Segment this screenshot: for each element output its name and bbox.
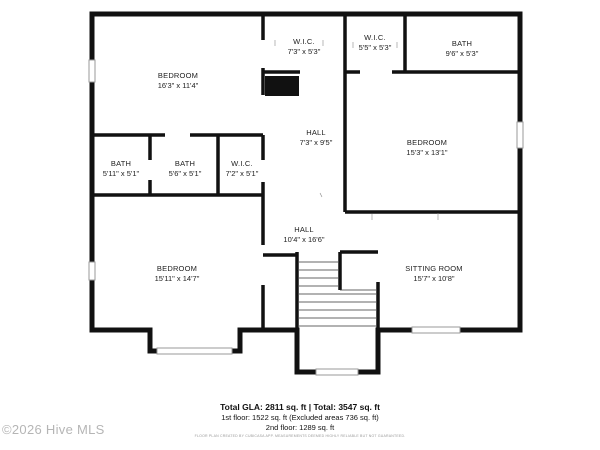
room-label-hall-upper: HALL 7'3" x 9'5" bbox=[300, 128, 333, 148]
first-floor-area: 1st floor: 1522 sq. ft (Excluded areas 7… bbox=[221, 413, 379, 422]
room-dimensions: 10'4" x 16'6" bbox=[283, 235, 325, 244]
room-dimensions: 9'6" x 5'3" bbox=[445, 49, 479, 58]
room-dimensions: 15'3" x 13'1" bbox=[406, 148, 448, 157]
room-dimensions: 7'3" x 9'5" bbox=[299, 138, 333, 147]
room-name: HALL bbox=[294, 225, 314, 234]
room-name: BATH bbox=[110, 159, 132, 168]
room-label-wic-mid: W.I.C. 7'2" x 5'1" bbox=[226, 159, 259, 179]
room-name: BEDROOM bbox=[157, 71, 199, 80]
room-name: BATH bbox=[451, 39, 473, 48]
room-dimensions: 16'3" x 11'4" bbox=[157, 81, 199, 90]
room-label-bedroom-sw: BEDROOM 15'11" x 14'7" bbox=[155, 264, 200, 284]
watermark: ©2026 Hive MLS bbox=[2, 422, 105, 437]
room-name: BEDROOM bbox=[406, 138, 448, 147]
room-dimensions: 15'11" x 14'7" bbox=[154, 274, 200, 283]
room-label-bedroom-ne: BEDROOM 15'3" x 13'1" bbox=[406, 138, 447, 158]
second-floor-area: 2nd floor: 1289 sq. ft bbox=[265, 423, 335, 432]
room-dimensions: 7'2" x 5'1" bbox=[225, 169, 259, 178]
room-dimensions: 5'11" x 5'1" bbox=[102, 169, 140, 178]
room-label-wic-top: W.I.C. 7'3" x 5'3" bbox=[288, 37, 321, 57]
room-name: BEDROOM bbox=[156, 264, 198, 273]
room-label-sitting-room: SITTING ROOM 15'7" x 10'8" bbox=[405, 264, 462, 284]
room-name: HALL bbox=[306, 128, 326, 137]
room-name: SITTING ROOM bbox=[405, 264, 463, 273]
room-dimensions: 7'3" x 5'3" bbox=[287, 47, 321, 56]
room-name: W.I.C. bbox=[364, 33, 386, 42]
room-dimensions: 5'5" x 5'3" bbox=[358, 43, 392, 52]
fine-print: FLOOR PLAN CREATED BY CUBICASA APP. MEAS… bbox=[194, 434, 406, 438]
room-label-bath-ne: BATH 9'6" x 5'3" bbox=[446, 39, 479, 59]
room-dimensions: 5'6" x 5'1" bbox=[168, 169, 202, 178]
room-dimensions: 15'7" x 10'8" bbox=[413, 274, 455, 283]
room-name: W.I.C. bbox=[231, 159, 253, 168]
total-area: Total GLA: 2811 sq. ft | Total: 3547 sq.… bbox=[220, 402, 380, 412]
room-label-hall-lower: HALL 10'4" x 16'6" bbox=[283, 225, 324, 245]
room-label-bedroom-nw: BEDROOM 16'3" x 11'4" bbox=[158, 71, 199, 91]
room-label-bath-w2: BATH 5'6" x 5'1" bbox=[169, 159, 202, 179]
room-label-bath-w1: BATH 5'11" x 5'1" bbox=[103, 159, 139, 179]
room-name: W.I.C. bbox=[293, 37, 315, 46]
room-name: BATH bbox=[174, 159, 196, 168]
room-label-wic-top-right: W.I.C. 5'5" x 5'3" bbox=[359, 33, 392, 53]
